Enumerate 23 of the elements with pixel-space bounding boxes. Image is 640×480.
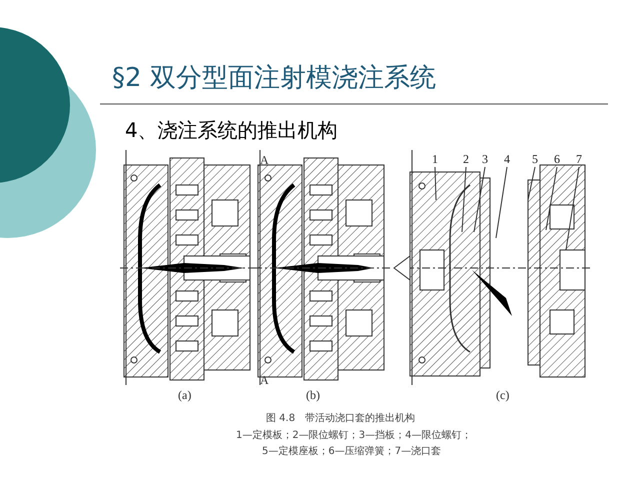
callout-number: 5 [532, 152, 538, 167]
view-label: (b) [306, 388, 320, 403]
callout-number: 6 [554, 152, 560, 167]
view-label: (a) [178, 388, 192, 403]
leader-line [496, 166, 508, 238]
leader-line [546, 166, 558, 230]
callout-number: 4 [504, 152, 510, 167]
section-mark: A [260, 153, 269, 168]
view-label: (c) [496, 388, 510, 403]
slide-title: §2 双分型面注射模浇注系统 [112, 62, 436, 95]
callout-number: 3 [482, 152, 488, 167]
leader-line [462, 166, 466, 232]
leader-line [528, 166, 536, 200]
subtitle: 4、浇注系统的推出机构 [125, 117, 338, 144]
legend-text: 1—定模板；2—限位螺钉；3—挡板；4—限位螺钉； [236, 428, 472, 442]
leader-line [566, 166, 580, 250]
leader-line [434, 166, 436, 200]
legend-text: 5—定模座板；6—压缩弹簧；7—浇口套 [262, 444, 442, 458]
figure-caption: 图 4.8 带活动浇口套的推出机构 [266, 412, 416, 425]
callout-number: 7 [576, 152, 582, 167]
leader-line [474, 166, 486, 232]
callout-number: 1 [432, 152, 438, 167]
callout-number: 2 [463, 152, 469, 167]
